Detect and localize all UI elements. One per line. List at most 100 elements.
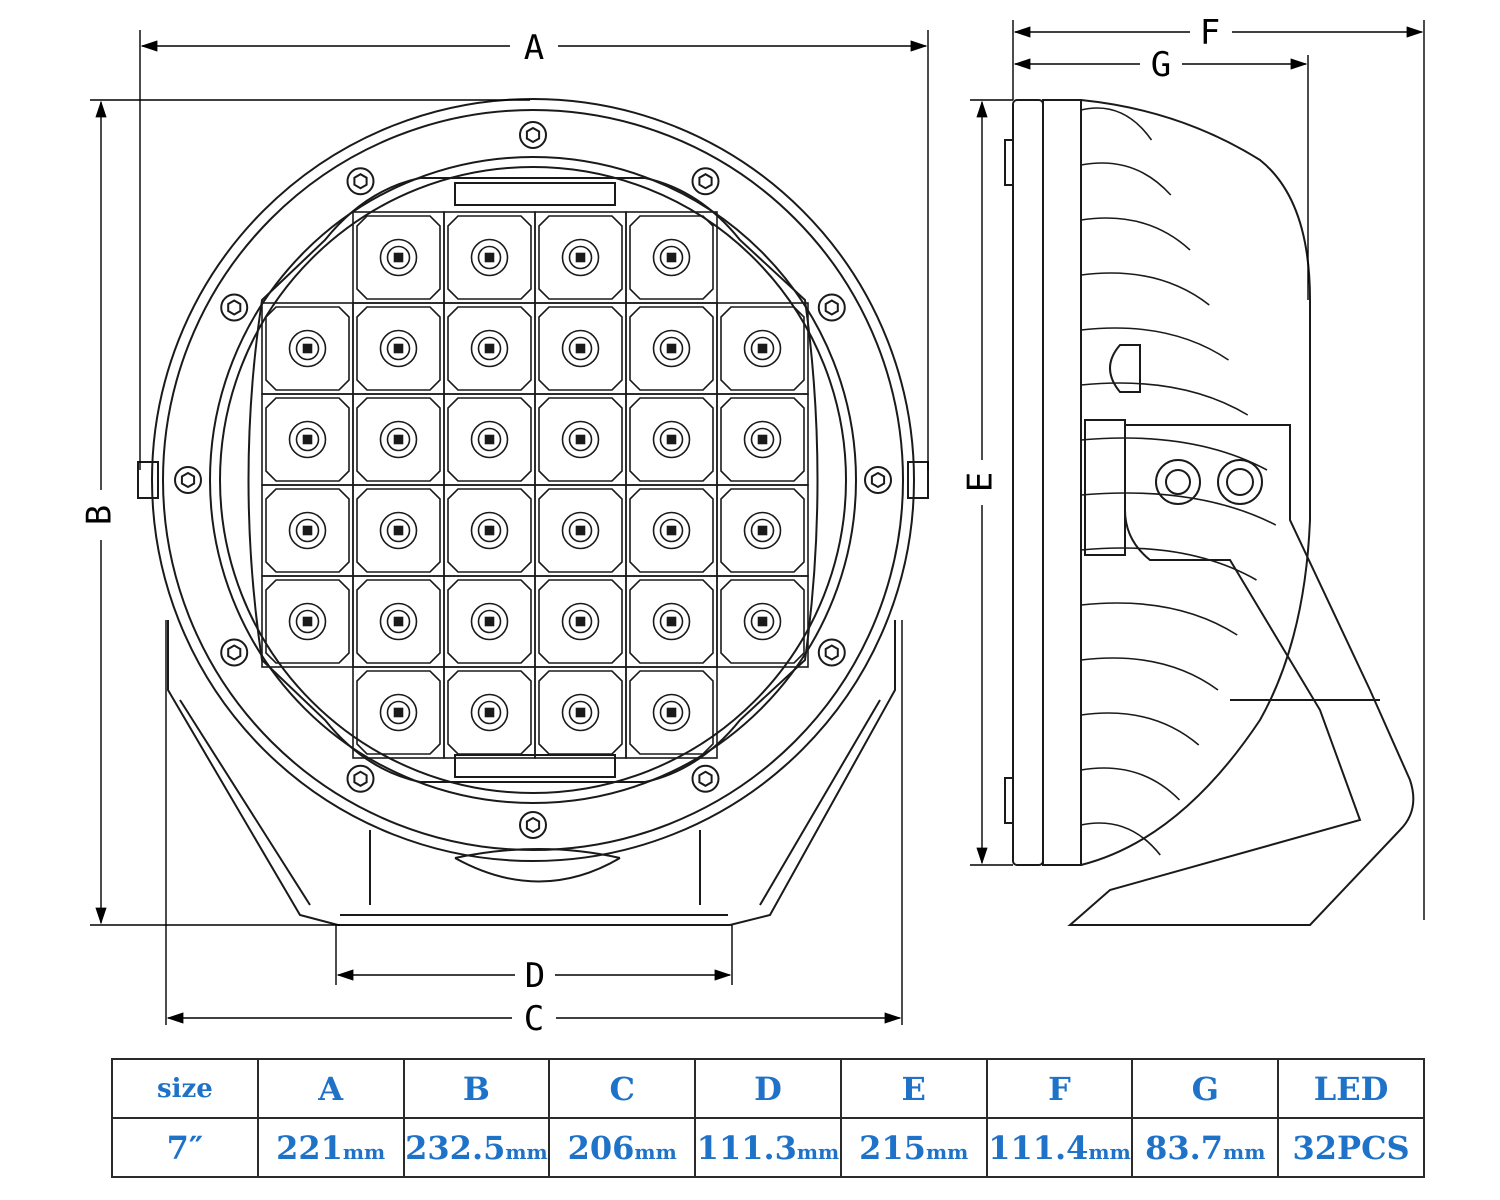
value-b-unit: mm	[505, 1139, 548, 1164]
header-a: A	[256, 1058, 405, 1119]
header-g: G	[1131, 1058, 1280, 1119]
led-cell	[352, 484, 445, 577]
header-c: C	[548, 1058, 697, 1119]
value-e-unit: mm	[925, 1139, 969, 1164]
bolt-icon	[174, 466, 202, 494]
led-cell	[261, 575, 354, 668]
dim-label-a: A	[524, 28, 544, 68]
led-cell	[352, 393, 445, 486]
side-front-face	[1012, 99, 1044, 866]
led-cell	[443, 393, 536, 486]
led-array	[261, 211, 809, 759]
side-view	[1004, 99, 1415, 926]
led-cell	[261, 393, 354, 486]
led-cell	[443, 575, 536, 668]
header-f: F	[985, 1058, 1134, 1119]
front-view	[137, 98, 929, 926]
dim-label-b: B	[80, 505, 120, 525]
led-cell	[716, 484, 809, 577]
value-c-unit: mm	[634, 1139, 677, 1164]
dimension-lines	[90, 20, 1425, 1025]
led-cell	[534, 666, 627, 759]
bezel-bolts	[174, 121, 892, 839]
led-cell	[716, 575, 809, 668]
value-b-num: 232.5	[405, 1128, 506, 1167]
value-f-num: 111.4	[988, 1128, 1089, 1167]
value-d-unit: mm	[796, 1139, 840, 1164]
heatsink-body	[1080, 99, 1311, 866]
led-cell	[716, 393, 809, 486]
value-g: 83.7mm	[1131, 1117, 1280, 1178]
dim-label-g: G	[1151, 45, 1171, 85]
value-g-unit: mm	[1223, 1139, 1266, 1164]
dim-label-c: C	[524, 999, 544, 1039]
dim-label-d: D	[525, 956, 545, 996]
header-b: B	[402, 1058, 551, 1119]
led-cell	[625, 302, 718, 395]
bolt-icon	[519, 121, 547, 149]
led-cell	[625, 211, 718, 304]
bolt-icon	[817, 638, 846, 667]
value-a-num: 221	[276, 1128, 343, 1167]
led-cell	[443, 302, 536, 395]
spec-value-row: 7″ 221mm 232.5mm 206mm 111.3mm 215mm 111…	[111, 1117, 1425, 1178]
led-cell	[625, 484, 718, 577]
bolt-icon	[220, 638, 249, 667]
value-f: 111.4mm	[985, 1117, 1134, 1178]
header-led: LED	[1277, 1058, 1425, 1119]
value-a: 221mm	[256, 1117, 405, 1178]
led-cell	[534, 393, 627, 486]
spec-table: size A B C D E F G LED 7″ 221mm 232.5mm …	[111, 1058, 1425, 1178]
bolt-icon	[346, 764, 375, 793]
led-cell	[443, 484, 536, 577]
led-cell	[352, 211, 445, 304]
outer-housing-ring	[151, 98, 915, 862]
value-e: 215mm	[839, 1117, 988, 1178]
spec-header-row: size A B C D E F G LED	[111, 1058, 1425, 1119]
value-g-num: 83.7	[1145, 1128, 1224, 1167]
value-c-num: 206	[567, 1128, 635, 1167]
value-size: 7″	[111, 1117, 259, 1178]
heatsink-fins	[1080, 107, 1277, 856]
side-mount-bracket	[1067, 424, 1415, 926]
bolt-icon	[691, 764, 720, 793]
value-a-unit: mm	[342, 1139, 386, 1164]
dim-label-e: E	[961, 472, 1001, 492]
value-d: 111.3mm	[694, 1117, 842, 1178]
dim-label-f: F	[1200, 13, 1220, 53]
bolt-icon	[519, 811, 547, 839]
base-knob	[454, 857, 621, 883]
header-e: E	[839, 1058, 988, 1119]
led-cell	[625, 393, 718, 486]
led-cell	[625, 666, 718, 759]
led-cell	[534, 575, 627, 668]
header-size: size	[111, 1058, 259, 1119]
led-cell	[534, 302, 627, 395]
led-cell	[625, 575, 718, 668]
front-bracket	[167, 620, 896, 926]
value-d-num: 111.3	[696, 1128, 797, 1167]
value-f-unit: mm	[1088, 1139, 1131, 1164]
led-cell	[534, 211, 627, 304]
led-cell	[261, 484, 354, 577]
value-b: 232.5mm	[402, 1117, 551, 1178]
led-cell	[443, 211, 536, 304]
value-c: 206mm	[548, 1117, 697, 1178]
lens-window	[247, 177, 819, 783]
technical-drawing: A B D C E F G	[80, 13, 1425, 1039]
bolt-icon	[691, 167, 720, 196]
header-d: D	[694, 1058, 842, 1119]
value-e-num: 215	[859, 1128, 926, 1167]
bolt-icon	[817, 293, 846, 322]
led-cell	[352, 575, 445, 668]
bezel-ring	[209, 156, 857, 804]
led-cell	[352, 302, 445, 395]
bolt-icon	[864, 466, 892, 494]
bolt-icon	[346, 167, 375, 196]
led-cell	[716, 302, 809, 395]
bolt-icon	[220, 293, 249, 322]
led-cell	[261, 302, 354, 395]
led-cell	[534, 484, 627, 577]
value-led: 32PCS	[1277, 1117, 1425, 1178]
led-cell	[443, 666, 536, 759]
